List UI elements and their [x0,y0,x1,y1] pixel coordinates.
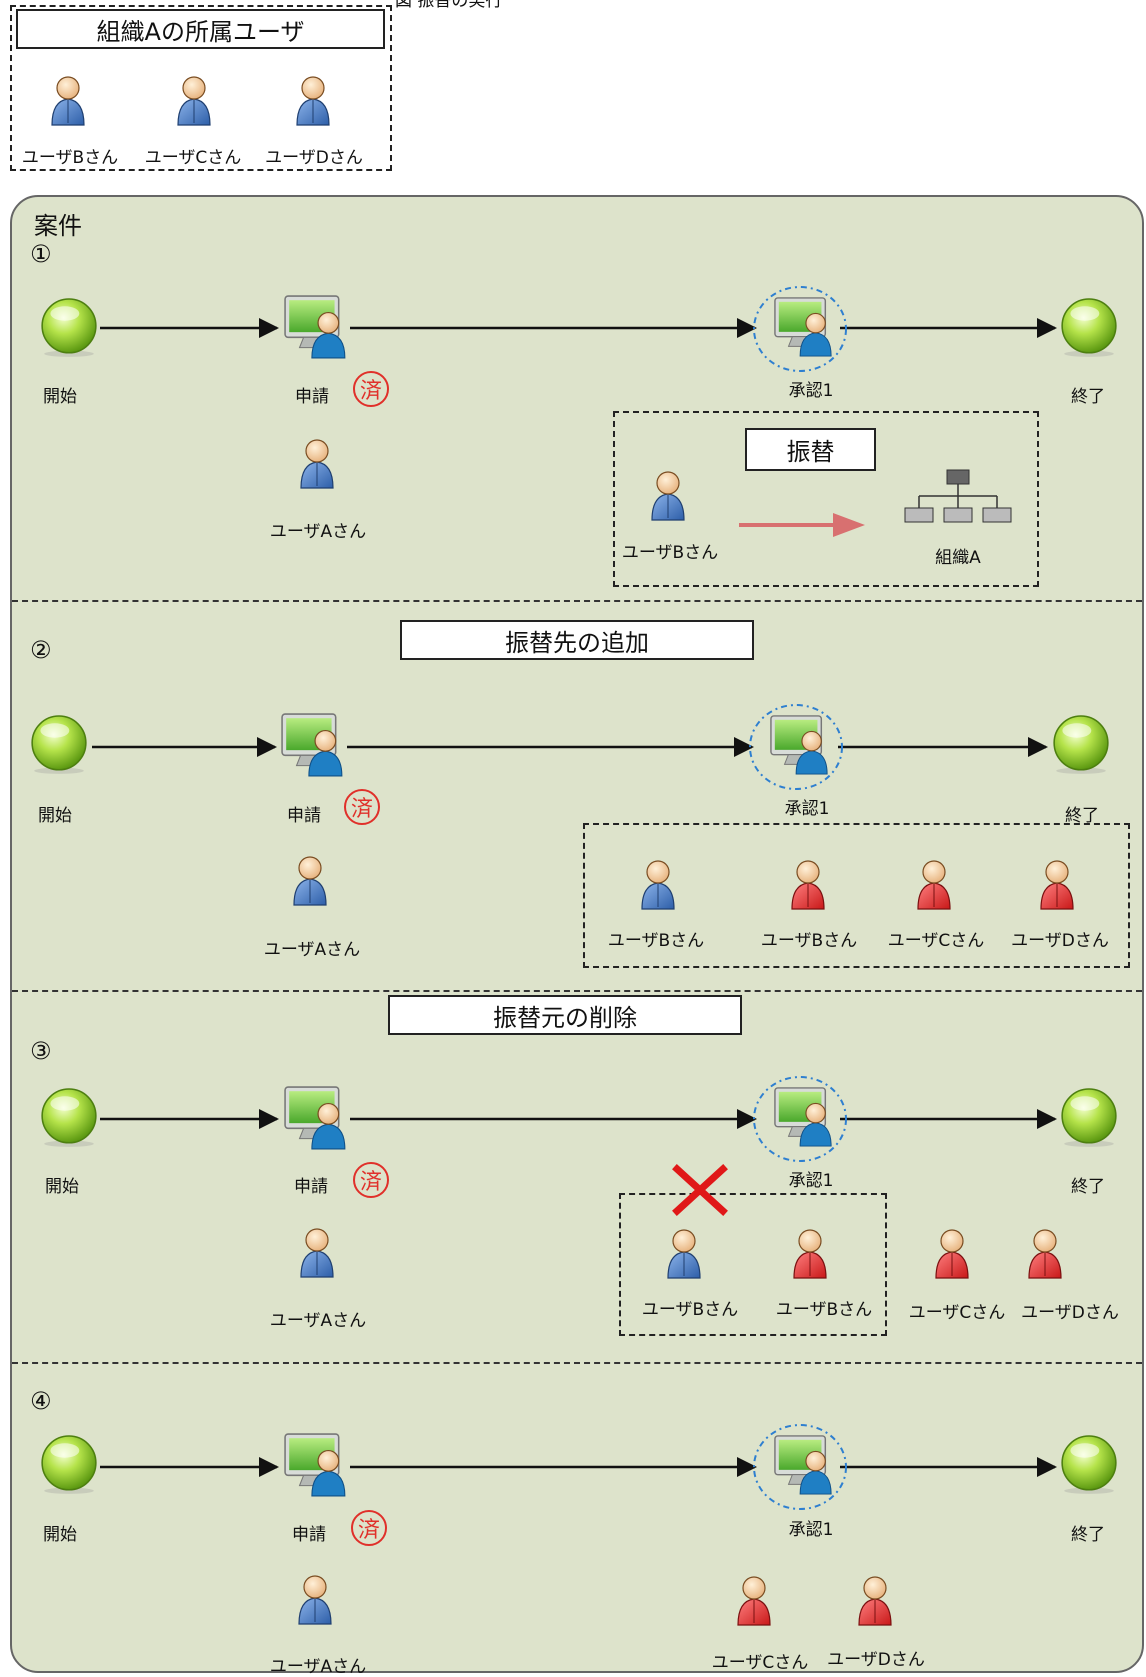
apply-label: 申請 [294,1177,328,1197]
section-4-number: ④ [30,1387,52,1415]
done-stamp: 済 [353,371,389,407]
apply-monitor-icon [283,1432,349,1498]
section-3-banner: 振替元の削除 [388,995,742,1035]
org-member-title: 組織Aの所属ユーザ [16,9,385,49]
start-label: 開始 [38,806,72,826]
user-d-icon [855,1573,895,1629]
done-stamp: 済 [351,1510,387,1546]
start-label: 開始 [45,1177,79,1197]
end-label: 終了 [1071,1177,1105,1197]
user-c-icon [734,1573,774,1629]
user-d-new-label: ユーザDさん [1011,931,1109,951]
end-node-icon [1058,1435,1120,1497]
remove-x-icon [672,1164,728,1216]
transfer-result-box [583,823,1130,968]
apply-label: 申請 [295,387,329,407]
start-label: 開始 [43,1525,77,1545]
approve-highlight-icon [753,1424,847,1510]
end-label: 終了 [1071,1525,1105,1545]
start-node-icon [38,1435,100,1497]
user-b-label: ユーザBさん [641,1300,739,1320]
apply-label: 申請 [287,806,321,826]
approve-label: 承認1 [788,1520,834,1540]
section-2-banner: 振替先の追加 [400,620,754,660]
apply-label: 申請 [292,1525,326,1545]
section-divider [12,600,1142,602]
member-user-d-label: ユーザDさん [265,148,363,168]
case-panel [10,195,1144,1673]
end-label: 終了 [1071,387,1105,407]
section-2-number: ② [30,636,52,664]
done-stamp: 済 [344,789,380,825]
user-c-label: ユーザCさん [711,1653,809,1673]
transfer-arrow-icon [739,513,865,537]
section-divider [12,990,1142,992]
transfer-box [613,411,1039,587]
applicant-a-label: ユーザAさん [269,522,367,542]
approve-label: 承認1 [784,799,830,819]
section-1-number: ① [30,240,52,268]
approve-highlight-icon [753,286,847,372]
user-d-label: ユーザDさん [1021,1303,1119,1323]
user-c-new-label: ユーザCさん [887,931,985,951]
user-c-label: ユーザCさん [908,1303,1006,1323]
header-title: 図 振替の実行 [395,0,503,11]
applicant-a-label: ユーザAさん [263,940,361,960]
applicant-a-label: ユーザAさん [269,1311,367,1331]
user-b-new-label: ユーザBさん [775,1300,873,1320]
case-title: 案件 [34,212,82,240]
start-label: 開始 [43,387,77,407]
section-divider [12,1362,1142,1364]
done-stamp: 済 [353,1162,389,1198]
applicant-a-icon [295,1572,335,1628]
approve-highlight-icon [753,1076,847,1162]
approve-monitor-icon [773,1434,835,1496]
user-b-label: ユーザBさん [607,931,705,951]
approve-label: 承認1 [788,1171,834,1191]
member-user-c-label: ユーザCさん [144,148,242,168]
user-d-label: ユーザDさん [827,1650,925,1670]
section-3-number: ③ [30,1037,52,1065]
org-a-label: 組織A [935,548,981,568]
transfer-user-b-label: ユーザBさん [621,543,719,563]
end-label: 終了 [1065,806,1099,826]
transfer-title: 振替 [745,428,876,471]
org-member-box [10,5,392,171]
user-b-new-label: ユーザBさん [760,931,858,951]
removal-box [619,1193,887,1336]
approve-label: 承認1 [788,381,834,401]
approve-highlight-icon [749,704,843,790]
member-user-b-label: ユーザBさん [21,148,119,168]
applicant-a-label: ユーザAさん [269,1657,367,1677]
